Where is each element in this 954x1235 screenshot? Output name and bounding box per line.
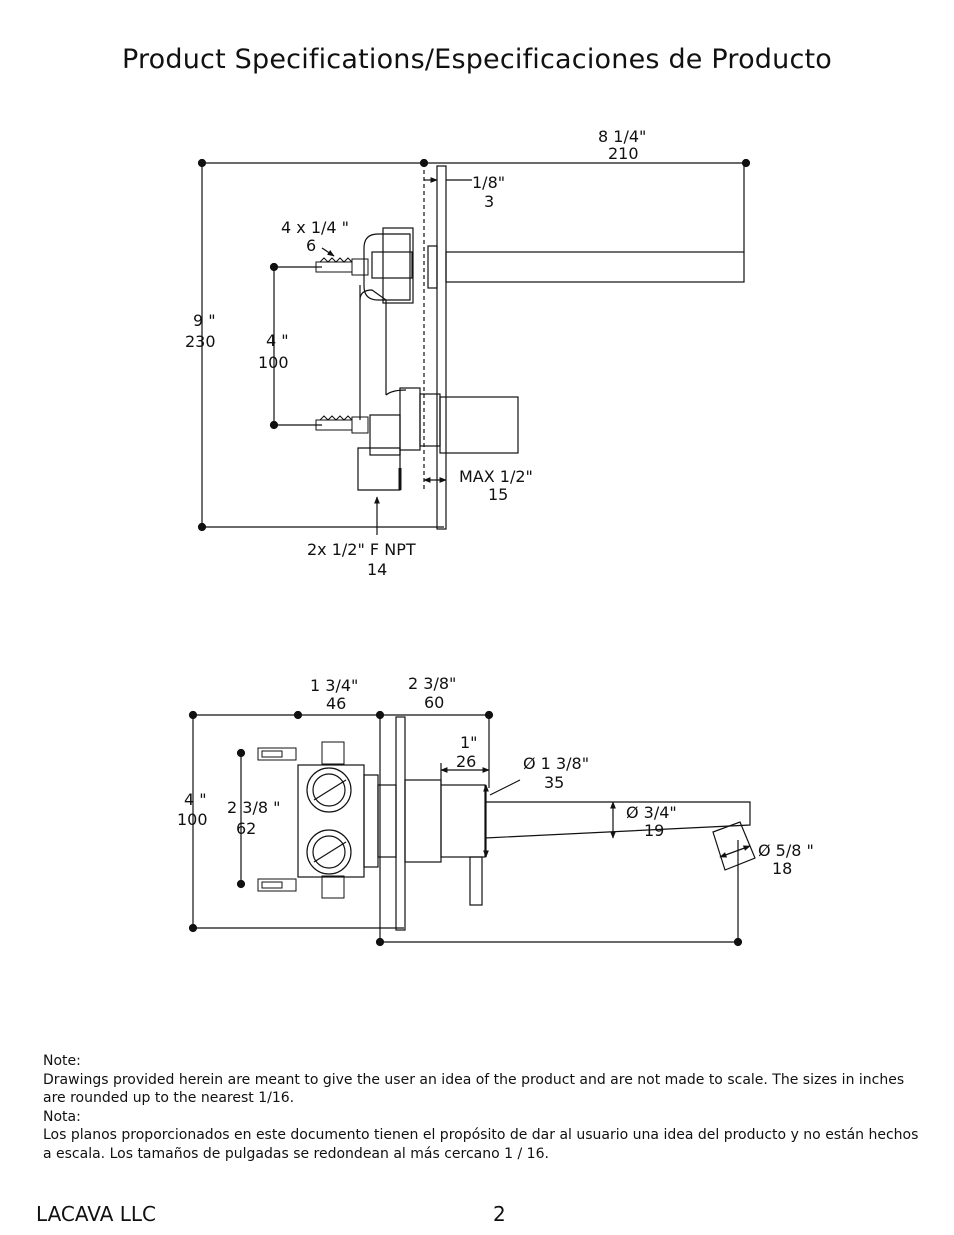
note-block: Note: Drawings provided herein are meant… [43,1052,923,1163]
top-plate-in: 1/8" [472,173,505,192]
side-depth-b-mm: 60 [424,693,444,712]
top-height-mm: 230 [185,332,216,351]
top-inlet-mm: 14 [367,560,387,579]
note-label-en: Note: [43,1053,81,1069]
top-width-mm: 210 [608,144,639,163]
side-handle-mm: 26 [456,752,476,771]
note-label-es: Nota: [43,1108,81,1125]
top-spacing-mm: 100 [258,353,289,372]
page-title: Product Specifications/Especificaciones … [121,44,833,75]
side-spout-dia-in: Ø 3/4" [626,803,677,822]
side-handle-in: 1" [460,733,478,752]
top-width-in: 8 1/4" [598,127,646,146]
top-spacing-in: 4 " [266,331,289,350]
top-max-in: MAX 1/2" [459,467,533,486]
note-text-en: Drawings provided herein are meant to gi… [43,1071,905,1107]
top-view [197,158,751,535]
side-depth-b-in: 2 3/8" [408,674,456,693]
side-aerator-dia-mm: 18 [772,859,792,878]
side-spacing-mm: 62 [236,819,256,838]
side-spout-dia-mm: 19 [644,821,664,840]
side-depth-a-mm: 46 [326,694,346,713]
side-aerator-dia-in: Ø 5/8 " [758,841,814,860]
top-inlet-in: 2x 1/2" F NPT [307,540,416,559]
side-handle-dia-mm: 35 [544,773,564,792]
top-height-in: 9 " [193,311,216,330]
side-view [188,710,756,947]
page-number: 2 [493,1202,506,1226]
note-text-es: Los planos proporcionados en este docume… [43,1127,919,1162]
side-height-in: 4 " [184,790,207,809]
side-spacing-in: 2 3/8 " [227,798,280,817]
top-max-mm: 15 [488,485,508,504]
top-anchors-mm: 6 [306,236,316,255]
top-plate-mm: 3 [484,192,494,211]
footer-company: LACAVA LLC [36,1202,156,1226]
top-anchors-in: 4 x 1/4 " [281,218,349,237]
side-handle-dia-in: Ø 1 3/8" [523,754,589,773]
side-depth-a-in: 1 3/4" [310,676,358,695]
side-height-mm: 100 [177,810,208,829]
